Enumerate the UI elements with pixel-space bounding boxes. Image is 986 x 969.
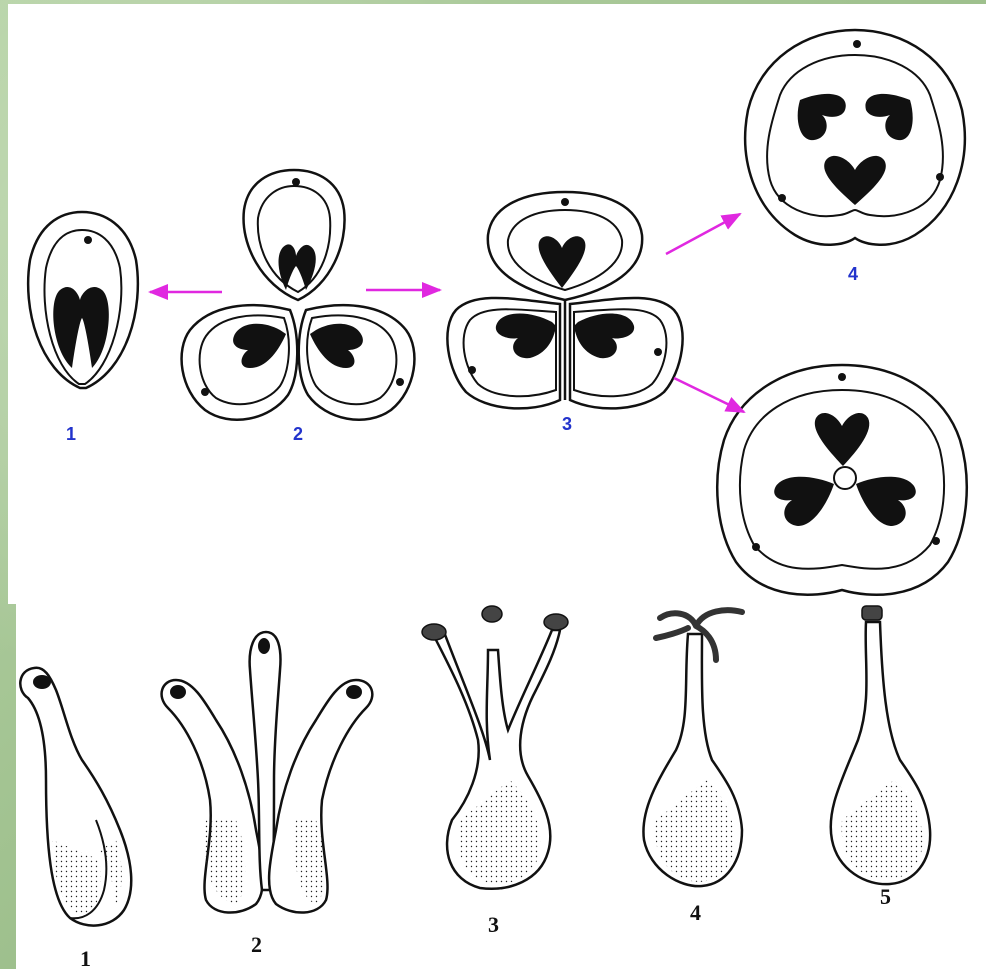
pistil-4: [643, 610, 742, 886]
pistil-2: [162, 632, 373, 913]
cross-section-3: [447, 192, 682, 408]
bottom-label-1: 1: [80, 946, 91, 969]
bottom-label-2: 2: [251, 932, 262, 957]
pistil-5: [831, 606, 930, 884]
top-label-4: 4: [848, 264, 858, 284]
top-label-2: 2: [293, 424, 303, 444]
pistil-1: [20, 668, 131, 926]
bottom-label-4: 4: [690, 900, 701, 925]
cross-section-2: [182, 170, 415, 420]
arrow-down-right: [674, 378, 744, 412]
bottom-label-3: 3: [488, 912, 499, 937]
cross-section-4-axile: [717, 365, 967, 595]
top-label-1: 1: [66, 424, 76, 444]
cross-section-1: [28, 212, 138, 388]
cross-section-4-parietal: [745, 30, 965, 245]
arrow-up-right: [666, 214, 740, 254]
top-label-3: 3: [562, 414, 572, 434]
pistil-3: [422, 606, 568, 889]
bottom-label-5: 5: [880, 884, 891, 909]
